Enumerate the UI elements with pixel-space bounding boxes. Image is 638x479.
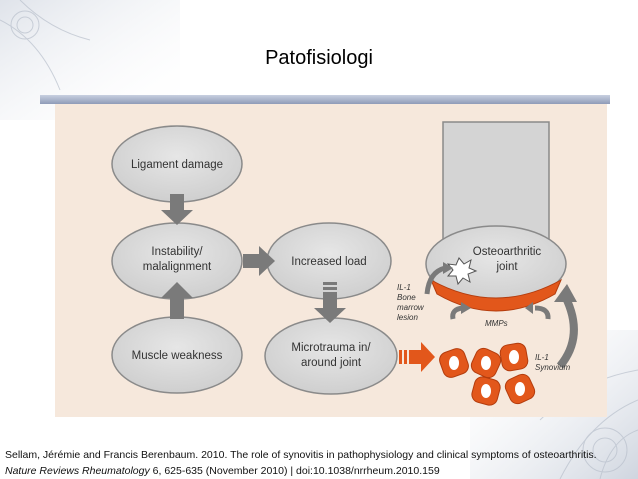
curved-arrow-synovium (556, 294, 578, 369)
increased-load-label: Increased load (291, 256, 366, 268)
pathophysiology-diagram: Ligament damage Instability/ malalignmen… (111, 121, 578, 406)
arrow-instability-to-load (243, 246, 275, 276)
arrow-ligament-to-instability (161, 194, 193, 225)
oa-joint-label-line1: Osteoarthritic (473, 246, 542, 258)
arrow-load-to-microtrauma (314, 282, 346, 323)
journal-name: Nature Reviews Rheumatology (5, 465, 150, 477)
il1-bone-label-3: marrow (397, 303, 425, 312)
microtrauma-label-line1: Microtrauma in/ (291, 342, 371, 354)
il1-bone-label-2: Bone (397, 293, 416, 302)
ligament-damage-label: Ligament damage (131, 159, 223, 171)
synovium-cell (471, 376, 501, 406)
il1-bone-label-4: lesion (397, 313, 418, 322)
curved-arrow-right (534, 305, 551, 320)
pathophysiology-figure: Ligament damage Instability/ malalignmen… (55, 104, 607, 417)
citation: Sellam, Jérémie and Francis Berenbaum. 2… (5, 447, 635, 479)
arrow-microtrauma-to-synovium (399, 342, 435, 372)
il1-bone-label-1: IL-1 (397, 283, 411, 292)
citation-line1: Sellam, Jérémie and Francis Berenbaum. 2… (5, 449, 597, 461)
instability-label-line2: malalignment (143, 261, 212, 273)
curved-arrow-bone-head (443, 262, 453, 274)
curved-arrow-right-head (525, 302, 533, 314)
curved-arrow-left-head (461, 302, 471, 314)
curved-arrow-synovium-head (554, 284, 577, 302)
synovium-cell (470, 347, 502, 379)
il1-synovium-label-2: Synovium (535, 363, 570, 372)
mmps-label: MMPs (485, 319, 508, 328)
synovium-cell (504, 373, 536, 405)
muscle-weakness-label: Muscle weakness (132, 350, 223, 362)
synovium-cells (439, 342, 536, 406)
synovium-cell (439, 348, 469, 378)
microtrauma-label-line2: around joint (301, 357, 362, 369)
instability-label-line1: Instability/ (151, 246, 203, 258)
curved-arrow-bone (424, 265, 446, 295)
microtrauma-node (264, 317, 398, 395)
arrow-muscle-to-instability (161, 282, 193, 319)
synovium-cell (499, 342, 529, 372)
il1-synovium-label-1: IL-1 (535, 353, 549, 362)
slide-title: Patofisiologi (265, 47, 373, 69)
bone-shaft (442, 121, 550, 241)
title-underline-bar (40, 95, 610, 104)
oa-joint-label-line2: joint (495, 261, 518, 273)
citation-line2: Nature Reviews Rheumatology 6, 625-635 (… (5, 463, 635, 479)
citation-details: 6, 625-635 (November 2010) | doi:10.1038… (149, 465, 440, 477)
